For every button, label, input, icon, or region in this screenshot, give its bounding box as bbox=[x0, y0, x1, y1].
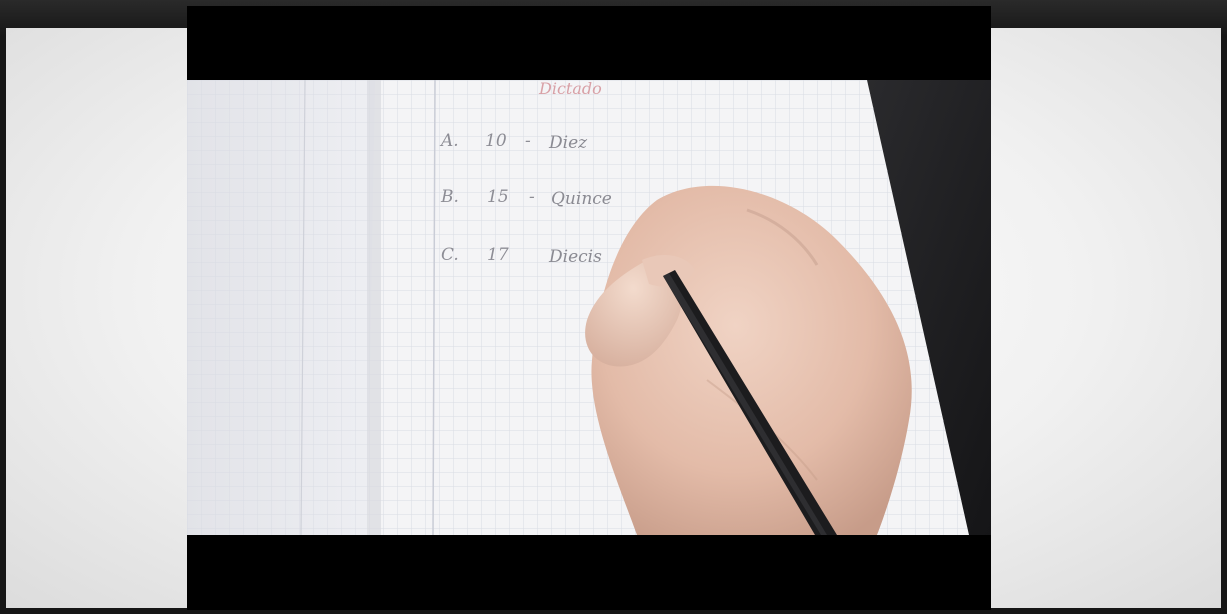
line-word: Diez bbox=[548, 133, 588, 153]
dictation-line-a: A. 10 - Diez bbox=[439, 131, 588, 153]
dictation-line-b: B. 15 - Quince bbox=[440, 187, 612, 209]
line-number: 10 bbox=[485, 131, 507, 151]
line-label: A. bbox=[439, 131, 459, 151]
line-word: Quince bbox=[551, 189, 612, 209]
dictation-line-c: C. 17 Diecis bbox=[441, 245, 602, 267]
pencil bbox=[663, 270, 837, 535]
line-label: B. bbox=[440, 187, 459, 207]
line-number: 17 bbox=[487, 245, 509, 265]
line-word: Diecis bbox=[548, 247, 602, 267]
line-dash: - bbox=[529, 187, 535, 207]
line-label: C. bbox=[441, 245, 459, 265]
video-content: Dictado A. 10 - Diez B. 15 - Quince C. 1… bbox=[187, 80, 991, 535]
notebook-title: Dictado bbox=[538, 80, 602, 98]
notebook-scene: Dictado A. 10 - Diez B. 15 - Quince C. 1… bbox=[187, 80, 991, 535]
line-dash: - bbox=[525, 131, 531, 151]
video-frame[interactable]: Dictado A. 10 - Diez B. 15 - Quince C. 1… bbox=[187, 6, 991, 610]
line-number: 15 bbox=[487, 187, 509, 207]
